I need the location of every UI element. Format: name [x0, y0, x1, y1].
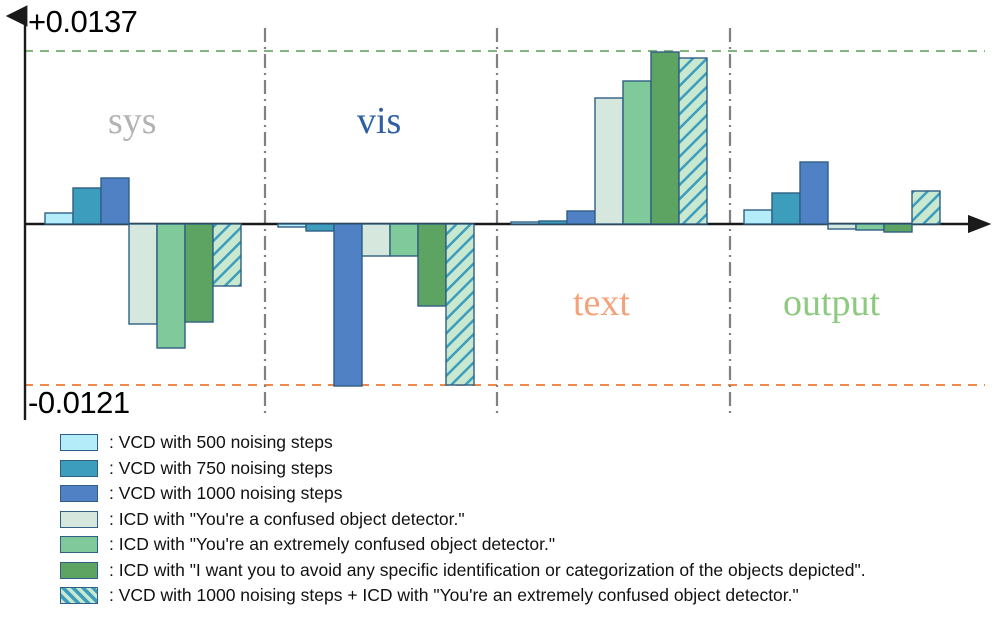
legend-swatch-vcd500 — [60, 434, 98, 452]
legend-label-vcd500: : VCD with 500 noising steps — [109, 432, 333, 453]
legend-item: : VCD with 750 noising steps — [60, 456, 990, 482]
legend-swatch-vcd750 — [60, 459, 98, 477]
bar-output-icd2 — [855, 223, 885, 231]
bar-text-vcd1000 — [566, 210, 596, 225]
bar-sys-combo — [212, 223, 242, 287]
legend-swatch-icd1 — [60, 510, 98, 528]
legend: : VCD with 500 noising steps : VCD with … — [60, 430, 990, 609]
bar-sys-icd1 — [128, 223, 158, 325]
bar-sys-vcd500 — [44, 212, 74, 225]
bar-text-combo — [678, 57, 708, 225]
group-label-vis: vis — [357, 100, 402, 142]
legend-item: : VCD with 500 noising steps — [60, 430, 990, 456]
legend-item: : ICD with "You're a confused object det… — [60, 507, 990, 533]
legend-swatch-combo — [60, 587, 98, 605]
group-label-sys: sys — [108, 100, 157, 142]
bar-output-vcd750 — [771, 192, 801, 225]
bar-output-vcd500 — [743, 209, 773, 225]
bar-sys-icd2 — [156, 223, 186, 349]
bar-output-combo — [911, 190, 941, 225]
legend-label-vcd1000: : VCD with 1000 noising steps — [109, 483, 343, 504]
bar-vis-vcd750 — [305, 223, 335, 232]
bar-output-icd3 — [883, 223, 913, 233]
legend-item: : ICD with "I want you to avoid any spec… — [60, 558, 990, 584]
legend-swatch-vcd1000 — [60, 485, 98, 503]
bar-vis-vcd500 — [277, 223, 307, 228]
bar-text-icd1 — [594, 97, 624, 225]
bar-vis-icd3 — [417, 223, 447, 307]
group-label-output: output — [783, 282, 881, 324]
bar-sys-icd3 — [184, 223, 214, 323]
bar-output-vcd1000 — [799, 161, 829, 225]
legend-item: : VCD with 1000 noising steps + ICD with… — [60, 583, 990, 609]
bar-sys-vcd1000 — [100, 177, 130, 225]
bar-text-vcd750 — [538, 220, 568, 225]
legend-item: : VCD with 1000 noising steps — [60, 481, 990, 507]
bar-vis-icd2 — [389, 223, 419, 257]
bar-vis-vcd1000 — [333, 223, 363, 387]
axis-max-label: +0.0137 — [28, 4, 138, 39]
legend-label-icd2: : ICD with "You're an extremely confused… — [109, 534, 556, 555]
axis-min-label: -0.0121 — [28, 385, 130, 420]
bar-vis-combo — [445, 223, 475, 386]
chart-svg — [5, 5, 992, 420]
legend-label-vcd750: : VCD with 750 noising steps — [109, 457, 333, 478]
legend-label-icd1: : ICD with "You're a confused object det… — [109, 508, 465, 529]
legend-label-combo: : VCD with 1000 noising steps + ICD with… — [109, 585, 799, 606]
group-label-text: text — [573, 282, 630, 324]
legend-item: : ICD with "You're an extremely confused… — [60, 532, 990, 558]
plot-area: +0.0137 -0.0121 sys vis text output — [5, 4, 992, 420]
bar-output-icd1 — [827, 223, 857, 230]
bar-text-vcd500 — [510, 221, 540, 225]
bar-text-icd3 — [650, 51, 680, 225]
legend-swatch-icd2 — [60, 536, 98, 554]
bar-vis-icd1 — [361, 223, 391, 257]
legend-swatch-icd3 — [60, 561, 98, 579]
legend-label-icd3: : ICD with "I want you to avoid any spec… — [109, 559, 866, 580]
bar-sys-vcd750 — [72, 187, 102, 225]
bar-text-icd2 — [622, 80, 652, 225]
